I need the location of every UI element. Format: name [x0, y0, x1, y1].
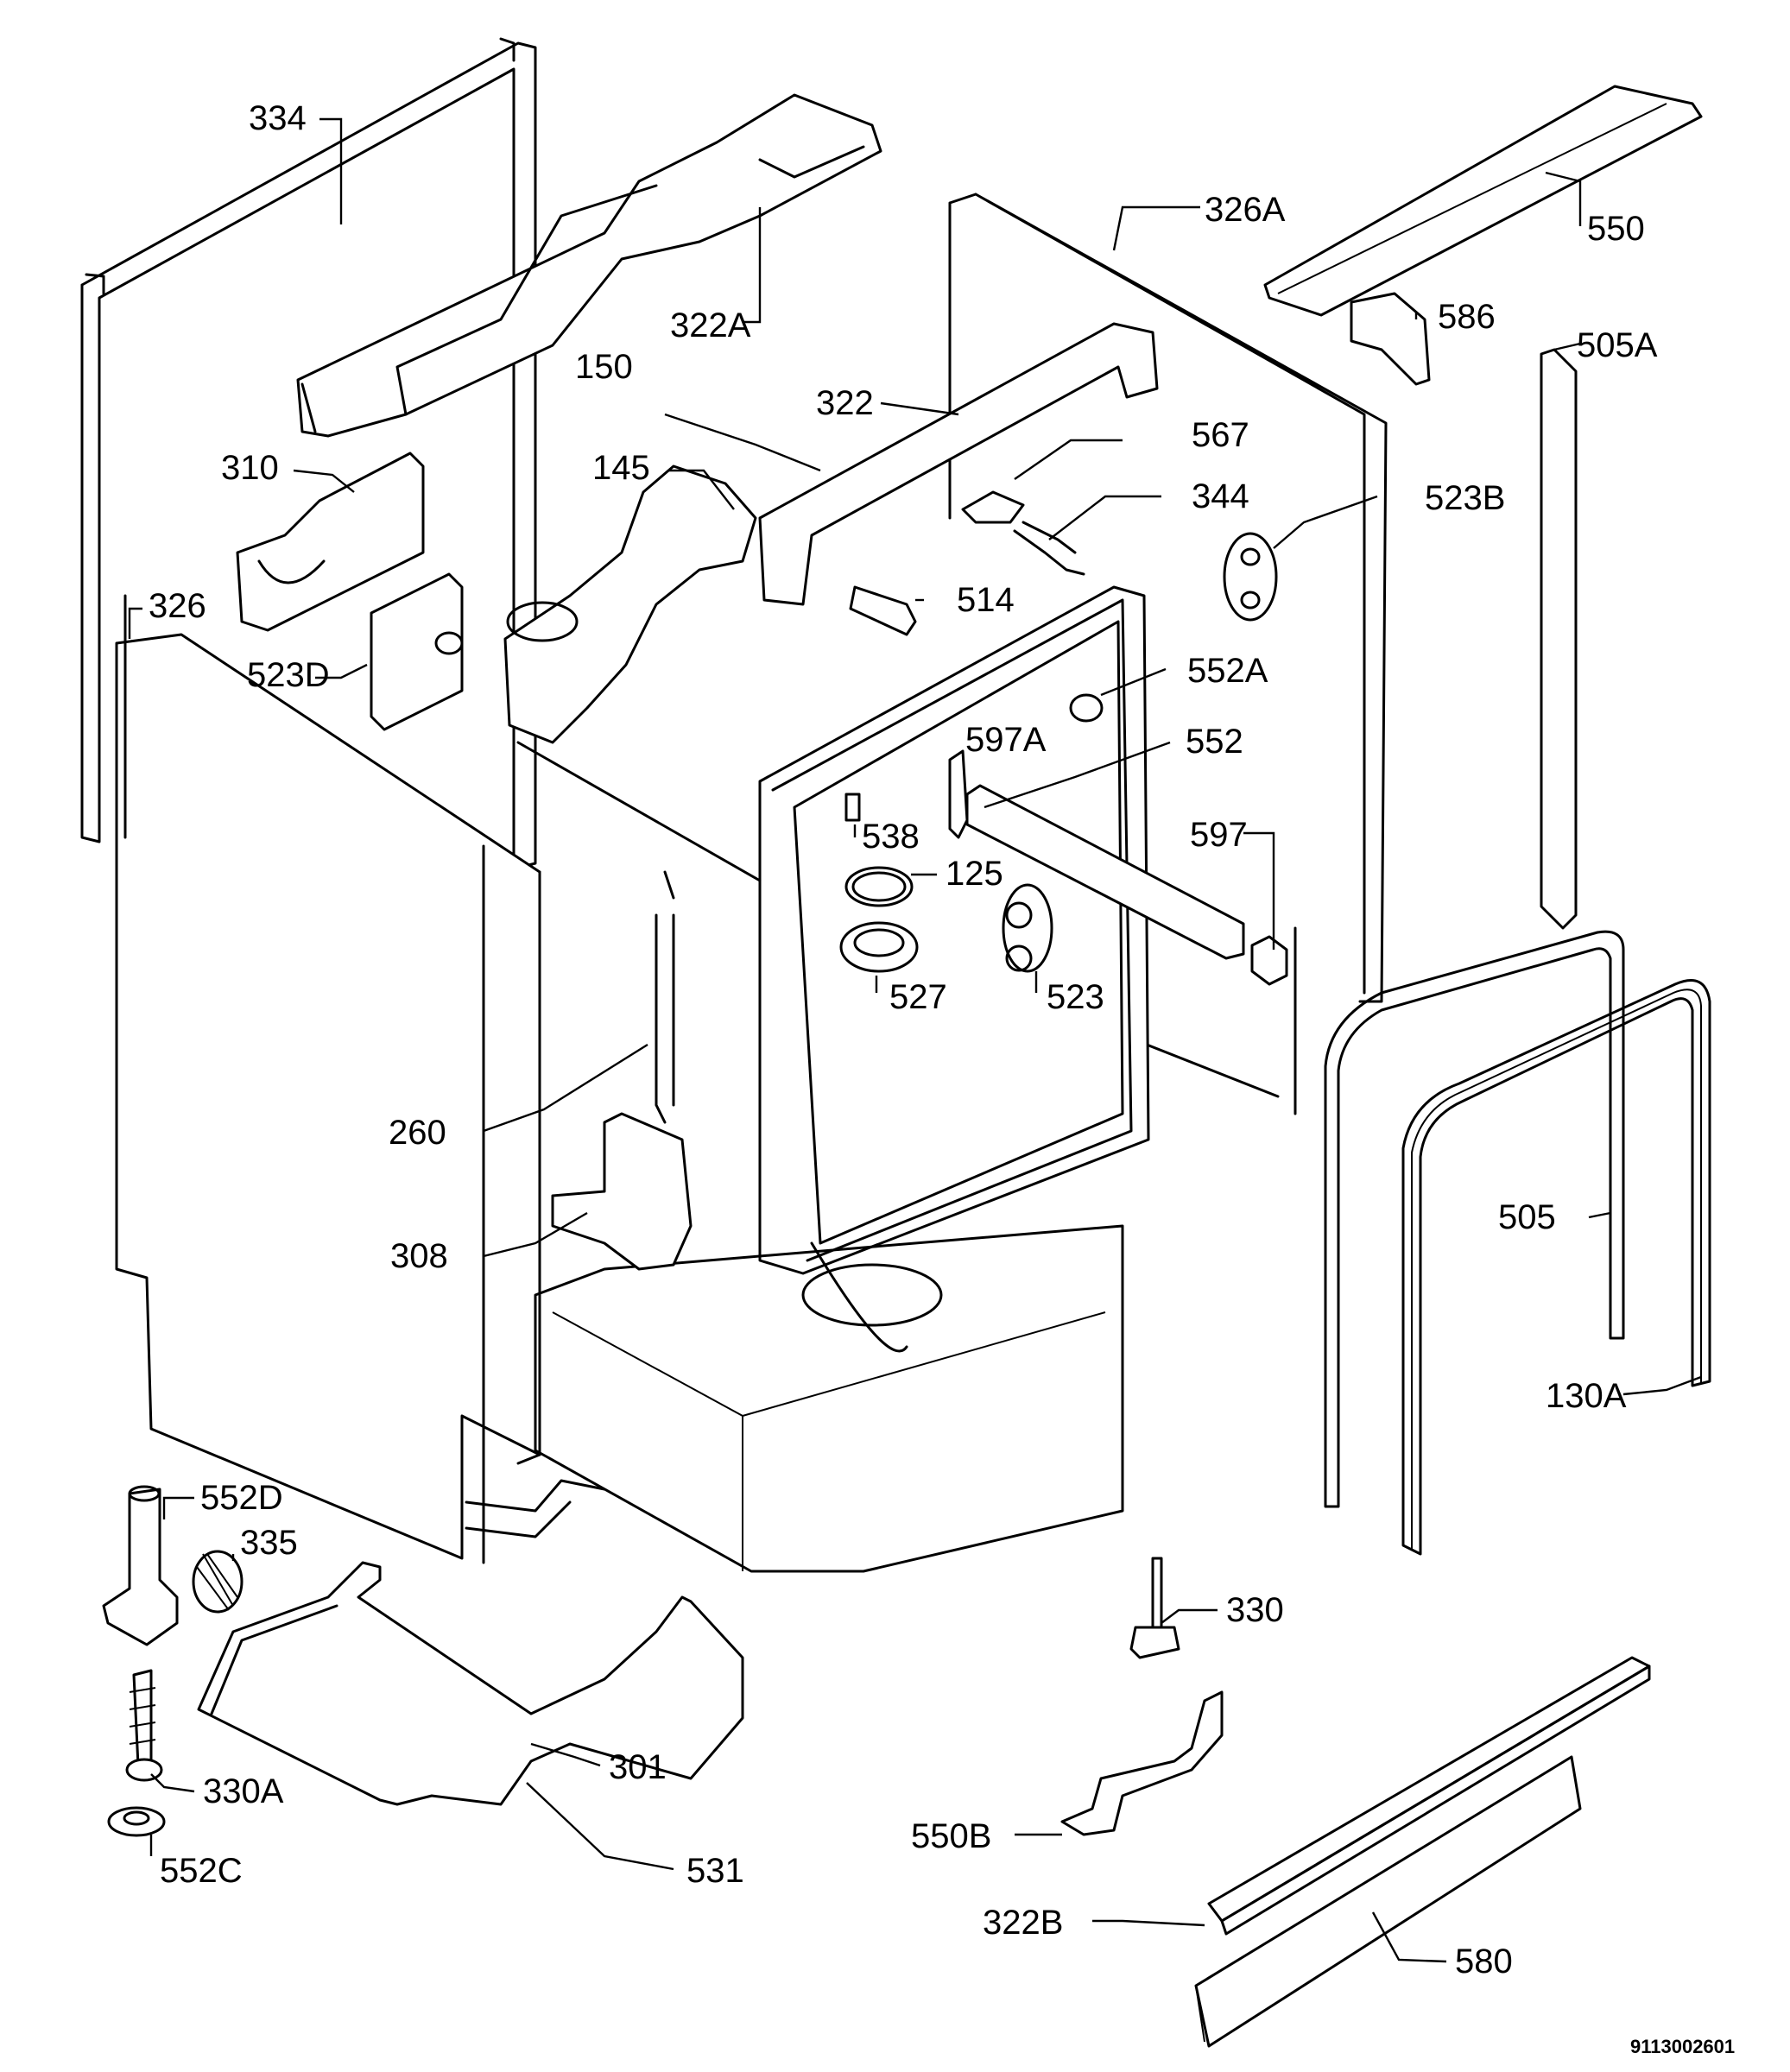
label-130a: 130A [1546, 1377, 1627, 1415]
label-330a: 330A [203, 1772, 284, 1810]
label-523b: 523B [1425, 479, 1505, 517]
part-125-ring [844, 866, 914, 907]
label-150: 150 [575, 348, 633, 386]
part-552a-button [1069, 693, 1104, 723]
label-514: 514 [957, 581, 1015, 619]
part-527-nut [839, 921, 919, 973]
part-322-bar [758, 322, 1159, 606]
label-550: 550 [1587, 210, 1645, 248]
label-527: 527 [889, 978, 947, 1016]
label-330: 330 [1226, 1591, 1284, 1629]
label-322a: 322A [670, 306, 751, 344]
label-580: 580 [1455, 1942, 1513, 1980]
part-310-cover [236, 452, 425, 632]
part-344-spring [1013, 521, 1085, 576]
label-308: 308 [390, 1237, 448, 1275]
drawing-number: 9113002601 [1630, 2036, 1735, 2057]
part-260-spring [655, 870, 675, 1124]
label-310: 310 [221, 449, 279, 487]
label-567: 567 [1192, 416, 1249, 454]
callout-labels: 334 322A 150 326A 550 586 505A 310 145 3… [149, 99, 1735, 2057]
label-550b: 550B [911, 1817, 991, 1855]
label-505: 505 [1498, 1198, 1556, 1236]
part-326-door-panel [115, 594, 541, 1560]
label-322b: 322B [983, 1904, 1063, 1942]
part-552d-foot [102, 1485, 179, 1646]
part-301-base-tray [197, 1479, 744, 1806]
part-552c-cap [107, 1806, 166, 1837]
part-505-seal [1324, 930, 1625, 1508]
label-531: 531 [686, 1852, 744, 1890]
label-586: 586 [1438, 298, 1496, 336]
part-130a-seal [1401, 979, 1711, 1556]
label-552d: 552D [200, 1479, 283, 1517]
part-580-panel [1194, 1755, 1582, 2048]
part-505a-strip [1540, 348, 1578, 930]
part-330a-screw [125, 1669, 163, 1782]
part-538-screw [844, 793, 861, 822]
part-586-bracket [1350, 292, 1431, 386]
label-301: 301 [609, 1748, 667, 1786]
label-125: 125 [946, 855, 1003, 893]
label-145: 145 [592, 449, 650, 487]
part-552-rail [965, 784, 1245, 960]
part-308-hinge [551, 1112, 693, 1271]
leader-lines [128, 117, 1702, 1963]
label-597: 597 [1190, 816, 1248, 854]
part-330-foot [1129, 1557, 1180, 1659]
label-505a: 505A [1577, 326, 1658, 364]
label-335: 335 [240, 1524, 298, 1562]
label-552c: 552C [160, 1852, 243, 1890]
part-523-grommet [1002, 883, 1053, 973]
part-550-bracket [1263, 85, 1703, 317]
label-523d: 523D [247, 656, 330, 694]
label-322: 322 [816, 384, 874, 422]
part-523b-grommet [1223, 532, 1278, 622]
part-326a-panel [948, 193, 1388, 1115]
label-538: 538 [862, 818, 920, 856]
part-514-pin [849, 585, 917, 636]
label-334: 334 [249, 99, 307, 137]
label-523: 523 [1047, 978, 1104, 1016]
part-tub [482, 585, 1150, 1573]
part-322b-strip [1207, 1656, 1651, 1936]
label-597a: 597A [965, 721, 1047, 759]
part-597-clip [1250, 935, 1288, 986]
label-344: 344 [1192, 477, 1249, 515]
label-552: 552 [1186, 723, 1243, 761]
label-326: 326 [149, 587, 206, 625]
part-335-gear [192, 1550, 244, 1614]
part-145-hose [503, 464, 757, 744]
part-523d-plate [370, 572, 464, 731]
part-567-clip [961, 490, 1025, 524]
label-260: 260 [389, 1114, 446, 1152]
part-550b-bracket [1060, 1690, 1224, 1836]
part-597a-clip [948, 749, 969, 839]
label-552a: 552A [1187, 652, 1268, 690]
label-326a: 326A [1205, 191, 1286, 229]
